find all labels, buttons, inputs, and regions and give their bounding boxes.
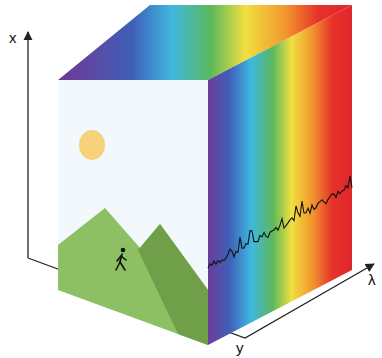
right-face [208,5,352,345]
sun [79,130,105,160]
front-face [58,80,208,345]
lambda-axis-label: λ [368,272,376,287]
walker-icon [116,248,126,270]
x-axis [27,32,28,258]
mountain-shade [138,224,208,345]
spectrum-curve [208,176,352,268]
mountain [58,208,208,345]
x-axis-label: x [9,30,17,45]
y-axis-label: y [236,340,244,355]
